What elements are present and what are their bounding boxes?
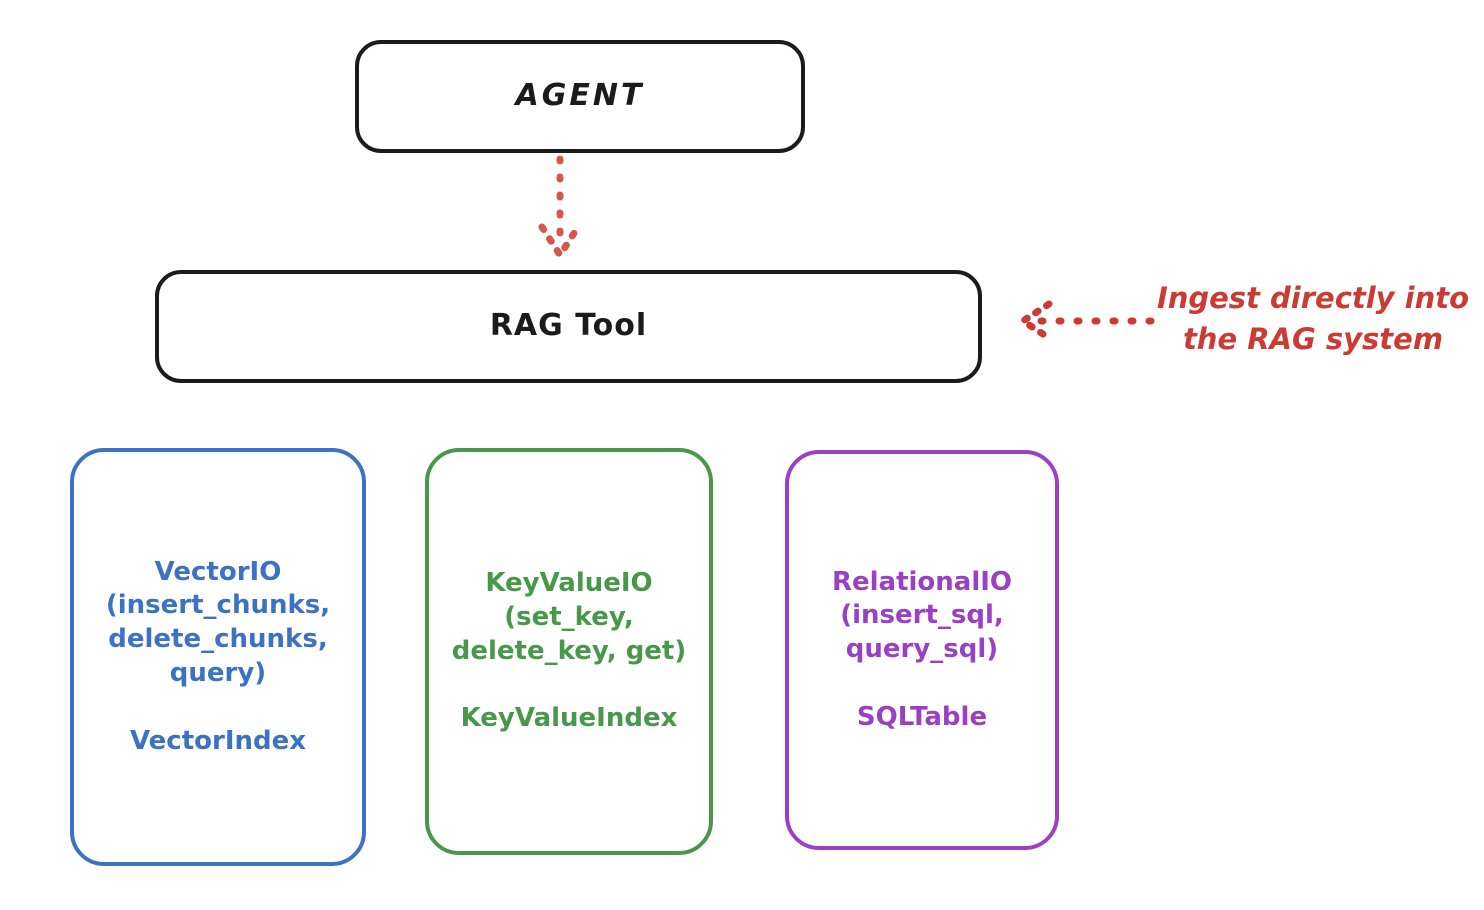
node-relational-io[interactable]: RelationalIO (insert_sql, query_sql) SQL…: [785, 450, 1059, 850]
connector-agent-to-rag-tool-arrow: [538, 155, 582, 259]
node-agent[interactable]: AGENT: [355, 40, 805, 153]
node-agent-label: AGENT: [515, 78, 645, 114]
connector-ingest-arrow: [1019, 300, 1155, 342]
annotation-ingest-directly: Ingest directly into the RAG system: [1156, 281, 1470, 357]
node-vector-io[interactable]: VectorIO (insert_chunks, delete_chunks, …: [70, 448, 366, 866]
node-relational-io-label: RelationalIO (insert_sql, query_sql) SQL…: [831, 566, 1013, 732]
node-rag-tool-label: RAG Tool: [489, 308, 648, 344]
node-rag-tool[interactable]: RAG Tool: [155, 270, 982, 383]
node-key-value-io-label: KeyValueIO (set_key, delete_key, get) Ke…: [451, 568, 687, 734]
node-key-value-io[interactable]: KeyValueIO (set_key, delete_key, get) Ke…: [425, 448, 713, 855]
node-vector-io-label: VectorIO (insert_chunks, delete_chunks, …: [105, 556, 331, 756]
